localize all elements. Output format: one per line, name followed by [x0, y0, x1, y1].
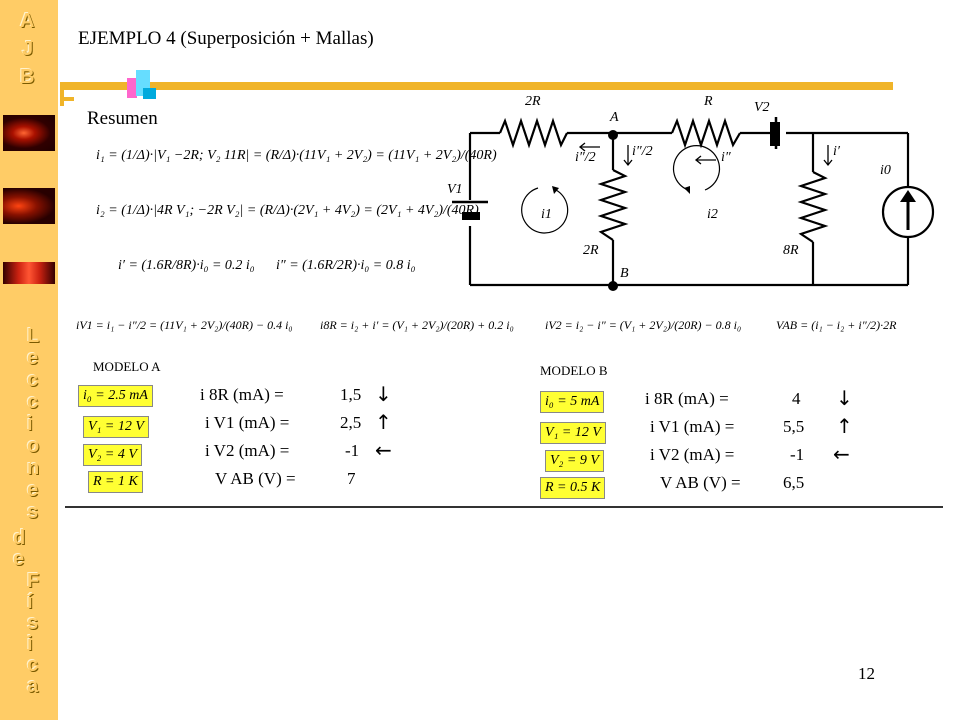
model-b-input-v1: V₁ = 12 V [540, 422, 606, 444]
model-a-value-i8r: 1,5 [340, 385, 362, 404]
sidebar-letter: e [13, 548, 25, 570]
model-b-value-vab: 6,5 [783, 473, 805, 492]
label-node-a: A [610, 110, 619, 125]
model-a-value-iv1: 2,5 [340, 413, 362, 432]
model-a-arrow-iv1: ↑ [375, 410, 392, 434]
label-r-top-left: 2R [525, 94, 541, 109]
label-v2: V2 [754, 100, 770, 115]
divider-line [65, 506, 943, 508]
label-i-dprime: i″ [721, 150, 731, 165]
sidebar-letter: n [27, 457, 40, 479]
sidebar-letter: L [27, 325, 40, 347]
sidebar-letter: d [13, 527, 26, 549]
page-title: EJEMPLO 4 (Superposición + Mallas) [78, 28, 374, 49]
section-heading: Resumen [87, 108, 158, 129]
sidebar-letter: i [27, 413, 33, 435]
header-accent-tick [60, 84, 64, 106]
label-v1: V1 [447, 182, 463, 197]
sidebar-letter: a [27, 675, 39, 697]
label-r-mid: 2R [583, 243, 599, 258]
header-accent-tick [60, 97, 74, 101]
sidebar-letter: J [22, 38, 34, 60]
model-b-arrow-iv2: ← [833, 442, 850, 466]
sidebar-letter: c [27, 391, 39, 413]
model-a-input-r: R = 1 K [88, 471, 143, 493]
model-a-label-vab: V AB (V) = [215, 469, 296, 488]
sidebar-letter: c [27, 369, 39, 391]
model-b-input-r: R = 0.5 K [540, 477, 606, 499]
sidebar-letter: s [27, 501, 39, 523]
model-a-label-iv1: i V1 (mA) = [205, 413, 290, 432]
label-mesh-i2: i2 [707, 207, 718, 222]
model-a-label-iv2: i V2 (mA) = [205, 441, 290, 460]
model-a-input-v1: V₁ = 12 V [83, 416, 149, 438]
sidebar-letter: í [27, 591, 33, 613]
sidebar-photo-laser [3, 115, 55, 151]
label-mesh-i1: i1 [541, 207, 552, 222]
label-node-b: B [620, 266, 629, 281]
decoration-square [127, 78, 137, 98]
label-i-half-mid: i″/2 [632, 144, 653, 159]
sidebar-letter: e [27, 479, 39, 501]
model-a-value-iv2: -1 [345, 441, 360, 460]
model-b-label-vab: V AB (V) = [660, 473, 741, 492]
model-a-arrow-i8r: ↓ [375, 382, 392, 406]
label-r-top-right: R [704, 94, 713, 109]
model-b-label: MODELO B [540, 363, 608, 378]
label-i0: i0 [880, 163, 891, 178]
model-a-input-v2: V₂ = 4 V [83, 444, 142, 466]
equation-i8r: i8R = i₂ + i′ = (V₁ + 2V₂)/(20R) + 0.2 i… [320, 318, 514, 332]
sidebar-letter: A [20, 10, 35, 32]
model-b-input-i0: i₀ = 5 mA [540, 391, 605, 413]
equation-idprime: i″ = (1.6R/2R)·i₀ = 0.8 i₀ [276, 258, 416, 273]
sidebar-letter: e [27, 347, 39, 369]
model-a-arrow-iv2: ← [375, 438, 392, 462]
equation-iv2: iV2 = i₂ − i″ = (V₁ + 2V₂)/(20R) − 0.8 i… [545, 318, 742, 332]
model-b-label-iv1: i V1 (mA) = [650, 417, 735, 436]
model-b-arrow-iv1: ↑ [836, 414, 853, 438]
page-number: 12 [858, 664, 875, 683]
model-a-value-vab: 7 [347, 469, 356, 488]
equation-iv1: iV1 = i₁ − i″/2 = (11V₁ + 2V₂)/(40R) − 0… [76, 318, 293, 332]
label-r-right: 8R [783, 243, 799, 258]
model-b-value-iv2: -1 [790, 445, 805, 464]
model-b-label-i8r: i 8R (mA) = [645, 389, 729, 408]
sidebar-letter: c [27, 654, 39, 676]
model-b-value-i8r: 4 [792, 389, 801, 408]
sidebar-photo-beam [3, 262, 55, 284]
equation-iprime: i′ = (1.6R/8R)·i₀ = 0.2 i₀ [118, 258, 255, 273]
model-a-input-i0: i₀ = 2.5 mA [78, 385, 153, 407]
header-accent-bar [60, 82, 893, 90]
model-b-label-iv2: i V2 (mA) = [650, 445, 735, 464]
sidebar-photo-spark [3, 188, 55, 224]
model-a-label-i8r: i 8R (mA) = [200, 385, 284, 404]
label-i-half-left: i″/2 [575, 150, 596, 165]
equation-i2: i₂ = (1/Δ)·|4R V₁; −2R V₂| = (R/Δ)·(2V₁ … [96, 203, 479, 218]
sidebar-letter: s [27, 612, 39, 634]
model-a-label: MODELO A [93, 359, 161, 374]
sidebar-letter: o [27, 435, 40, 457]
sidebar-letter: F [27, 570, 40, 592]
sidebar-letter: B [20, 66, 35, 88]
label-i-prime: i′ [833, 144, 840, 159]
model-b-input-v2: V₂ = 9 V [545, 450, 604, 472]
equation-vab: VAB = (i₁ − i₂ + i″/2)·2R [776, 318, 897, 332]
equation-i1: i₁ = (1/Δ)·|V₁ −2R; V₂ 11R| = (R/Δ)·(11V… [96, 148, 497, 163]
sidebar-letter: i [27, 633, 33, 655]
model-b-arrow-i8r: ↓ [836, 386, 853, 410]
model-b-value-iv1: 5,5 [783, 417, 805, 436]
decoration-square [143, 88, 156, 99]
